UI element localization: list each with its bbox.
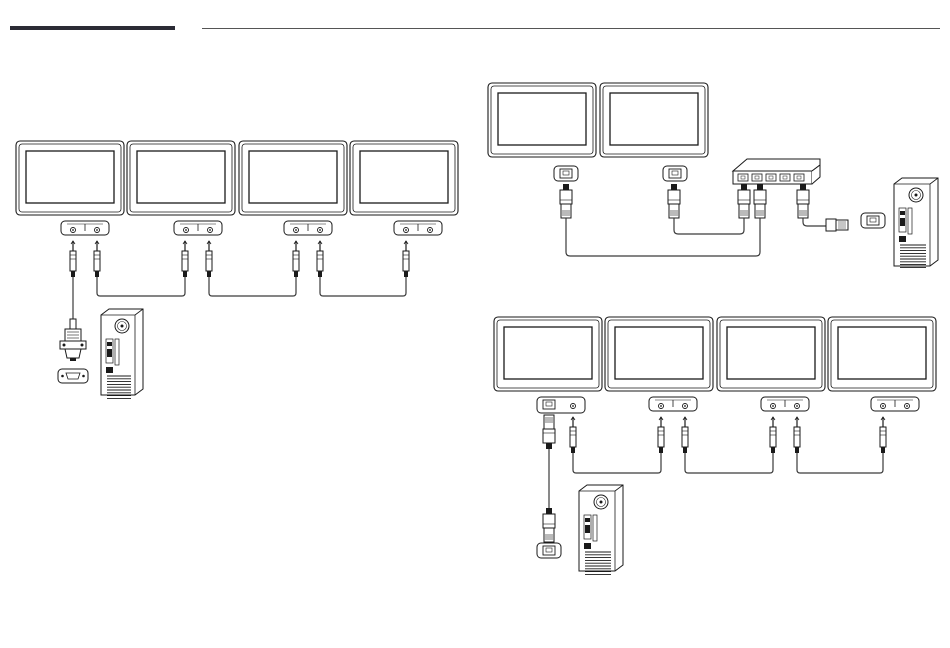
rs232c-jack-panel [394,221,442,235]
stereo-plug-icon [794,417,800,453]
monitor-icon [350,141,458,215]
rs232c-cable-1-2 [573,453,661,473]
lan-rs232c-port-panel [537,397,585,413]
pc-tower-icon [579,485,623,574]
rj45-plug-icon [754,184,766,218]
stereo-plug-icon [94,241,100,277]
stereo-plug-icon [570,417,576,453]
stereo-plug-icon [206,241,212,277]
rj45-plug-icon [738,184,750,218]
rs232c-cable-1-2 [97,277,185,296]
rs232c-jack-panel [871,397,919,411]
monitor-icon [127,141,235,215]
rj45-plug-icon [797,184,809,218]
monitor-icon [605,317,713,391]
rs232c-jack-panel [61,221,109,235]
monitor-icon [828,317,936,391]
rs232c-jack-panel [174,221,222,235]
stereo-plug-icon [770,417,776,453]
rs232c-jack-panel [761,397,809,411]
rs232c-cable-2-3 [685,453,773,473]
pc-tower-icon [101,309,143,398]
stereo-plug-icon [293,241,299,277]
rj45-plug-icon [543,508,555,542]
monitor-icon [488,83,596,157]
lan-cable-display1-hub [566,218,760,256]
lan-hub-icon [733,159,820,184]
serial-port-icon [58,369,88,383]
rs232c-jack-panel [649,397,697,411]
stereo-plug-icon [880,417,886,453]
rs232c-cable-3-4 [320,277,406,296]
monitor-icon [494,317,602,391]
monitor-icon [239,141,347,215]
rs232c-cable-3-4 [797,453,883,473]
rj45-port-icon [554,166,578,181]
d-sub-connector-icon [60,319,86,361]
rj45-port-icon [537,543,561,558]
lan-cable-hub-pc [803,218,826,226]
rj45-port-icon [663,166,687,181]
monitor-icon [600,83,708,157]
pc-tower-icon [894,178,938,267]
stereo-plug-icon [403,241,409,277]
rs232c-cable-2-3 [209,277,296,296]
stereo-plug-icon [70,241,76,277]
rj45-plug-icon [560,184,572,218]
stereo-plug-icon [317,241,323,277]
rj45-plug-icon [668,184,680,218]
lan-cable-display2-hub [674,218,744,234]
monitor-icon [717,317,825,391]
stereo-plug-icon [182,241,188,277]
rj45-plug-icon [826,219,848,231]
monitor-icon [16,141,124,215]
stereo-plug-icon [682,417,688,453]
section-accent-bar [10,26,175,30]
rj45-plug-icon [543,415,555,449]
rs232c-jack-panel [284,221,332,235]
rj45-port-icon [861,213,885,228]
stereo-plug-icon [658,417,664,453]
